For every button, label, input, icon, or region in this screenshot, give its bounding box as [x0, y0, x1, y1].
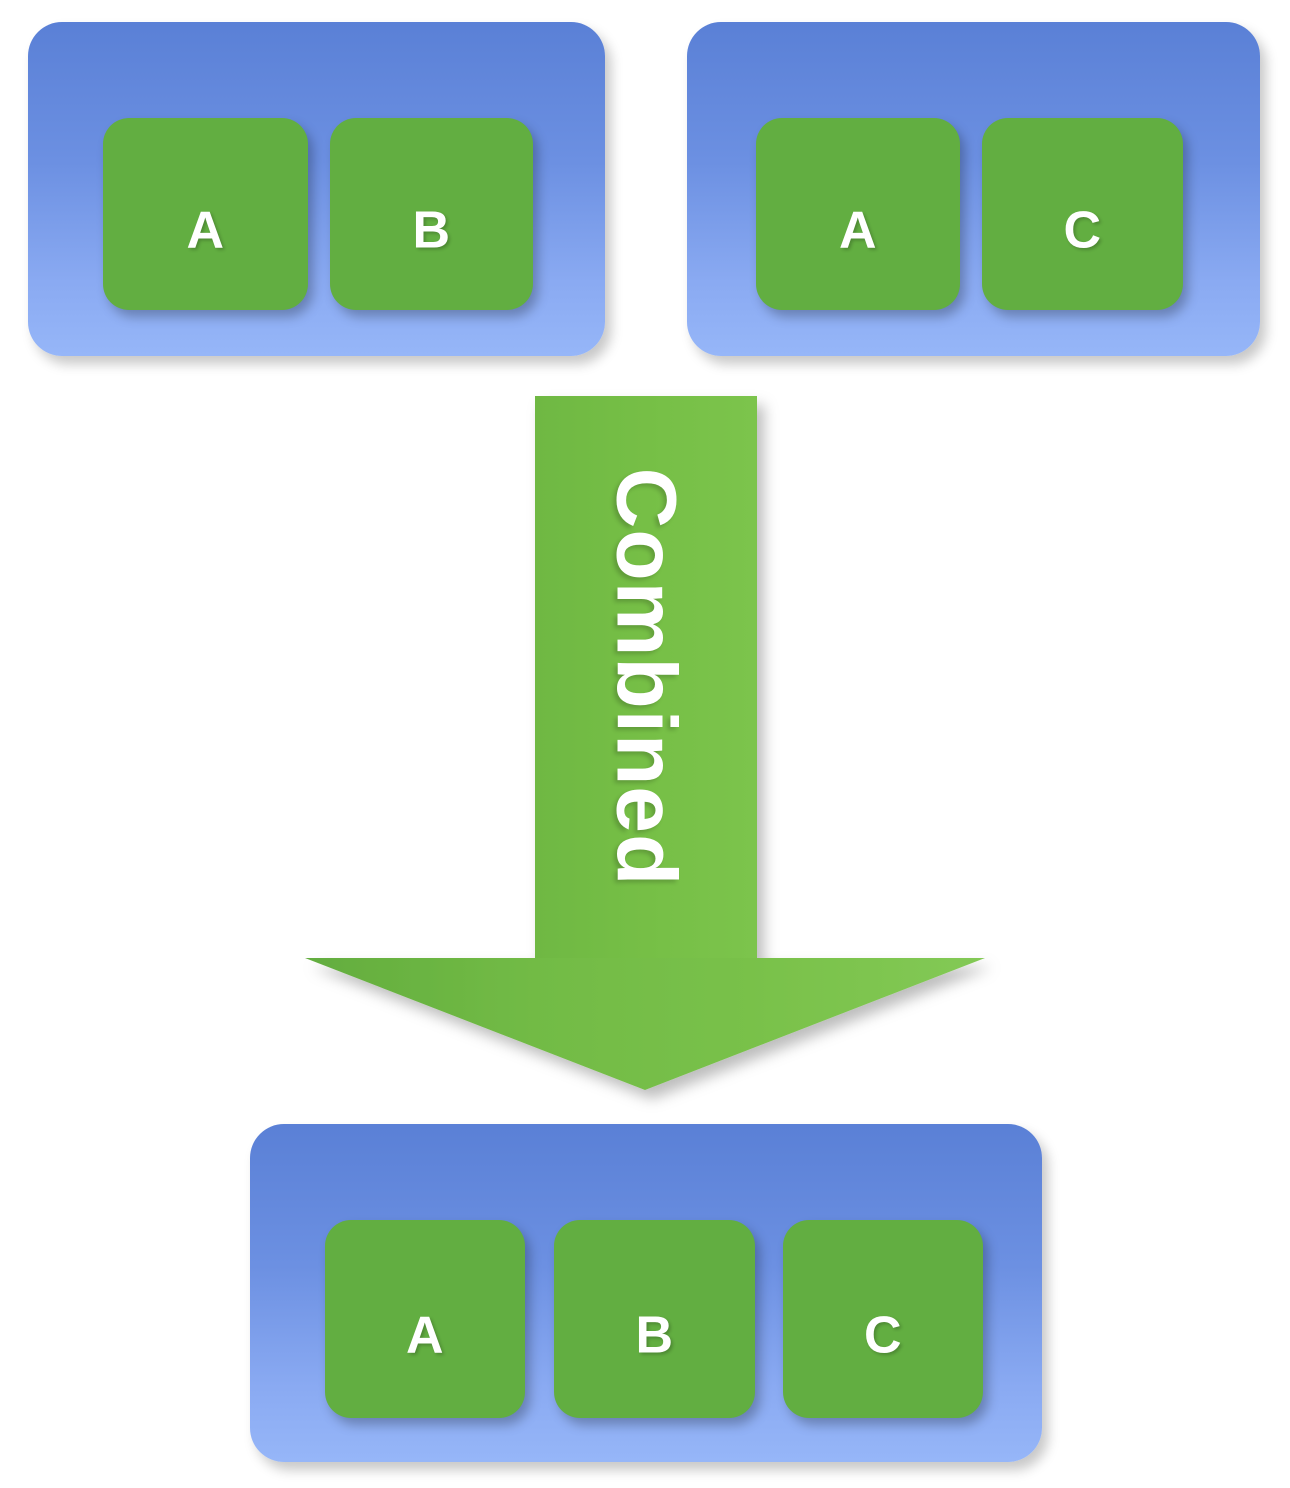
item-label: C [863, 1306, 903, 1365]
item-label: B [635, 1306, 674, 1365]
item-label: B [412, 201, 451, 260]
item-card[interactable]: B [330, 118, 533, 310]
item-card[interactable]: A [103, 118, 308, 310]
item-label: C [1063, 201, 1102, 260]
combine-arrow[interactable]: Combined [288, 388, 1004, 1104]
item-card[interactable]: A [756, 118, 960, 310]
result-group[interactable]: A B C [250, 1124, 1042, 1462]
item-card[interactable]: A [325, 1220, 525, 1418]
item-card[interactable]: B [554, 1220, 755, 1418]
item-card[interactable]: C [982, 118, 1183, 310]
item-label: A [838, 201, 878, 260]
item-card[interactable]: C [783, 1220, 983, 1418]
item-label: A [186, 201, 225, 260]
item-label: A [405, 1306, 445, 1365]
source-group-right[interactable]: A C [687, 22, 1260, 356]
source-group-left[interactable]: A B [28, 22, 605, 356]
arrow-down-icon [305, 396, 985, 1090]
